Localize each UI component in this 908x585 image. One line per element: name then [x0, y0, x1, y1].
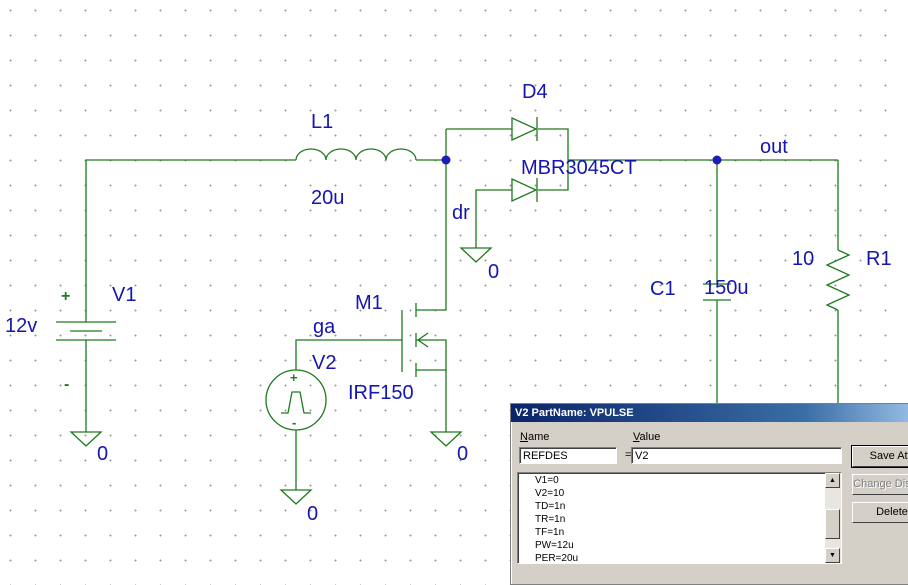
- name-header-accel: N: [520, 431, 528, 443]
- list-item[interactable]: PW=12u: [535, 540, 574, 551]
- scroll-up-arrow-icon[interactable]: ▲: [825, 473, 840, 488]
- v2-plus: +: [290, 370, 298, 385]
- attribute-name-input[interactable]: REFDES: [519, 447, 617, 464]
- list-item[interactable]: TF=1n: [535, 527, 565, 538]
- save-attr-button[interactable]: Save Attr: [851, 445, 908, 468]
- diode-d4[interactable]: [511, 116, 538, 203]
- scroll-down-arrow-icon[interactable]: ▼: [825, 548, 840, 563]
- c1-ref[interactable]: C1: [650, 278, 676, 300]
- change-display-button[interactable]: Change Display: [852, 474, 908, 495]
- pulse-source-v2[interactable]: [265, 369, 327, 431]
- r1-ref[interactable]: R1: [866, 248, 892, 270]
- ground-label: 0: [97, 443, 108, 465]
- v1-minus: -: [64, 376, 69, 393]
- ground-symbol: [459, 247, 493, 263]
- ground-label: 0: [307, 503, 318, 525]
- attribute-list[interactable]: V1=0 V2=10 TD=1n TR=1n TF=1n PW=12u PER=…: [517, 472, 842, 564]
- name-header-rest: ame: [527, 431, 550, 443]
- m1-ref[interactable]: M1: [355, 292, 383, 314]
- junction-dot: [712, 155, 722, 165]
- equals-sign: =: [625, 449, 632, 461]
- delete-button[interactable]: Delete: [852, 502, 908, 523]
- v1-ref[interactable]: V1: [112, 284, 136, 306]
- attribute-value-input[interactable]: V2: [631, 447, 842, 464]
- d4-value[interactable]: MBR3045CT: [521, 157, 637, 179]
- dialog-title[interactable]: V2 PartName: VPULSE: [511, 404, 908, 422]
- c1-value[interactable]: 150u: [704, 277, 749, 299]
- capacitor-c1[interactable]: [703, 283, 731, 301]
- scroll-thumb[interactable]: [825, 509, 840, 539]
- mosfet-m1[interactable]: [401, 303, 447, 377]
- r1-value[interactable]: 10: [792, 248, 814, 270]
- net-out[interactable]: out: [760, 136, 788, 158]
- m1-value[interactable]: IRF150: [348, 382, 414, 404]
- ground-label: 0: [457, 443, 468, 465]
- list-item[interactable]: V2=10: [535, 488, 565, 499]
- battery-v1[interactable]: [56, 315, 116, 348]
- list-item[interactable]: PER=20u: [535, 553, 579, 564]
- value-header-rest: alue: [639, 431, 661, 443]
- inductor-l1[interactable]: [295, 148, 417, 161]
- resistor-r1[interactable]: [825, 249, 851, 311]
- ground-label: 0: [488, 261, 499, 283]
- list-item[interactable]: TR=1n: [535, 514, 566, 525]
- value-header-accel: V: [633, 431, 640, 443]
- v2-ref[interactable]: V2: [312, 352, 336, 374]
- net-ga[interactable]: ga: [313, 316, 336, 338]
- ground-symbol: [429, 431, 463, 447]
- value-column-header: Value: [633, 431, 660, 443]
- l1-value[interactable]: 20u: [311, 187, 344, 209]
- ground-symbol: [69, 431, 103, 447]
- v2-minus: -: [292, 415, 296, 430]
- v1-value[interactable]: 12v: [5, 315, 37, 337]
- junction-dot: [441, 155, 451, 165]
- ground-symbol: [279, 489, 313, 505]
- name-column-header: Name: [520, 431, 549, 443]
- list-item[interactable]: V1=0: [535, 475, 559, 486]
- list-scrollbar[interactable]: ▲ ▼: [825, 473, 841, 563]
- v1-plus: +: [61, 288, 70, 305]
- l1-ref[interactable]: L1: [311, 111, 333, 133]
- d4-ref[interactable]: D4: [522, 81, 548, 103]
- net-dr[interactable]: dr: [452, 202, 470, 224]
- part-attributes-dialog: V2 PartName: VPULSE Name Value REFDES = …: [510, 403, 908, 585]
- list-item[interactable]: TD=1n: [535, 501, 566, 512]
